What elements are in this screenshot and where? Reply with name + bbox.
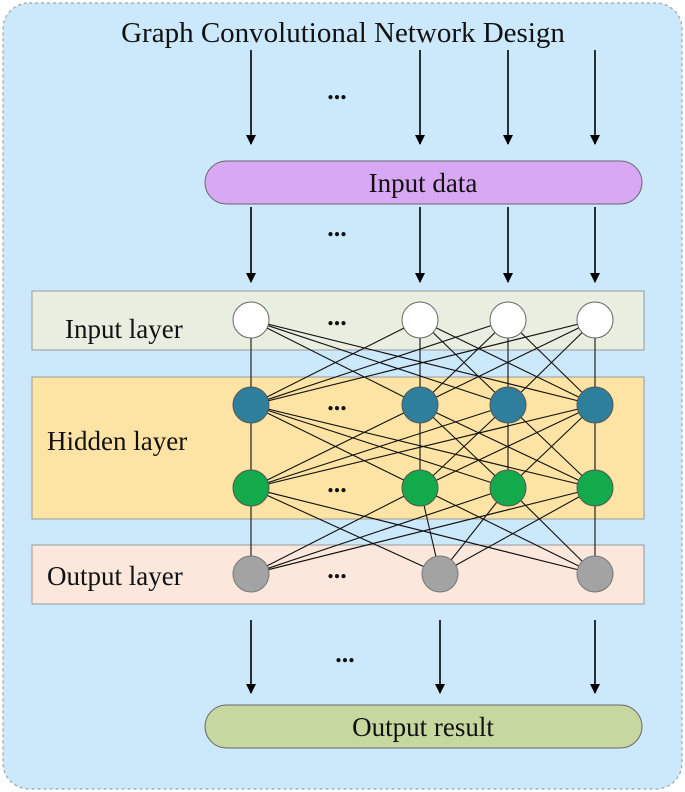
top-arrows — [246, 50, 600, 145]
input-layer-band — [31, 290, 645, 351]
edge-g2-o3 — [419, 487, 596, 575]
edge-h3-g1 — [250, 404, 509, 489]
output-node — [232, 555, 270, 593]
ellipsis-hidden-top: ... — [327, 387, 347, 416]
hidden-node-top — [489, 386, 527, 424]
ellipsis-hidden-bottom: ... — [327, 469, 347, 498]
edge-in2-h1 — [250, 319, 421, 406]
hidden-node-bottom — [232, 469, 270, 507]
ellipsis-top: ... — [327, 76, 347, 105]
edge-h4-g3 — [507, 404, 596, 489]
hidden-nodes-top — [232, 386, 614, 424]
hidden-node-top — [576, 386, 614, 424]
edge-h3-g2 — [419, 404, 509, 489]
input-nodes — [232, 301, 614, 339]
edge-in3-h1 — [250, 319, 509, 406]
output-result-pill — [204, 704, 643, 749]
middle-arrows — [246, 207, 600, 283]
edge-h4-g2 — [419, 404, 596, 489]
output-node — [576, 555, 614, 593]
hidden-layer-label: Hidden layer — [47, 426, 187, 456]
edge-in4-h1 — [250, 319, 596, 406]
input-node — [489, 301, 527, 339]
input-node — [232, 301, 270, 339]
output-layer-band — [31, 544, 645, 605]
ellipsis-output-layer: ... — [327, 555, 347, 584]
connections — [250, 319, 596, 575]
input-data-pill — [204, 160, 643, 205]
ellipsis-middle: ... — [327, 213, 347, 242]
output-layer-label: Output layer — [47, 561, 183, 591]
edge-g4-o2 — [439, 487, 596, 575]
hidden-node-top — [232, 386, 270, 424]
edge-h4-g1 — [250, 404, 596, 489]
output-nodes — [232, 555, 614, 593]
diagram-title: Graph Convolutional Network Design — [121, 17, 565, 49]
input-node — [576, 301, 614, 339]
edge-g2-o1 — [250, 487, 421, 575]
edge-g1-o2 — [250, 487, 441, 575]
edge-g4-o1 — [250, 487, 596, 575]
edge-g3-o3 — [507, 487, 596, 575]
hidden-node-bottom — [489, 469, 527, 507]
edge-g3-o1 — [250, 487, 509, 575]
hidden-nodes-bottom — [232, 469, 614, 507]
input-data-label: Input data — [369, 168, 478, 198]
ellipsis-bottom: ... — [335, 639, 355, 668]
hidden-node-bottom — [401, 469, 439, 507]
input-node — [401, 301, 439, 339]
edge-in3-h2 — [419, 319, 509, 406]
hidden-node-top — [401, 386, 439, 424]
hidden-node-bottom — [576, 469, 614, 507]
output-result-label: Output result — [352, 712, 494, 742]
input-layer-label: Input layer — [65, 314, 183, 344]
edge-in4-h3 — [507, 319, 596, 406]
bottom-arrows — [246, 620, 600, 694]
edge-in4-h2 — [419, 319, 596, 406]
ellipsis-input-layer: ... — [327, 302, 347, 331]
edge-h2-g1 — [250, 404, 421, 489]
output-node — [421, 555, 459, 593]
